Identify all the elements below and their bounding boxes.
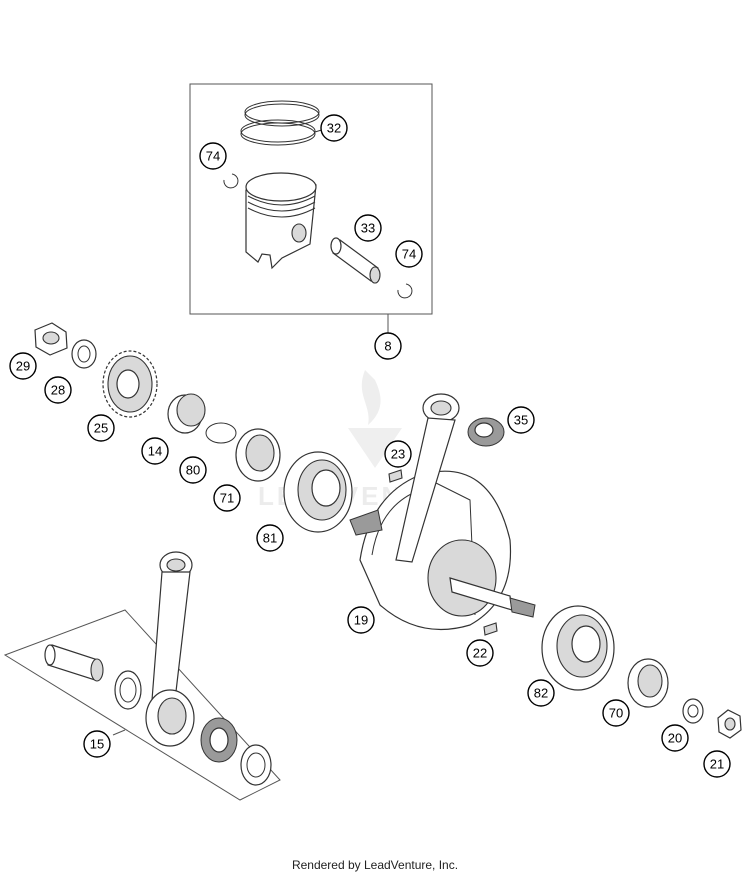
- callout-82[interactable]: 82: [527, 679, 555, 707]
- woodruff-keys: [388, 469, 498, 636]
- svg-text:14: 14: [148, 444, 162, 459]
- svg-text:81: 81: [263, 531, 277, 546]
- callout-74-left[interactable]: 74: [199, 142, 227, 170]
- callout-19[interactable]: 19: [347, 606, 375, 634]
- callout-23[interactable]: 23: [384, 440, 412, 468]
- piston-rings: [240, 100, 329, 146]
- svg-text:32: 32: [327, 121, 341, 136]
- shaft-seal-left: [235, 428, 281, 482]
- svg-text:15: 15: [90, 737, 104, 752]
- svg-text:74: 74: [402, 247, 416, 262]
- svg-text:82: 82: [534, 686, 548, 701]
- piston-pin-clips: [223, 173, 413, 299]
- callout-21[interactable]: 21: [703, 750, 731, 778]
- svg-text:20: 20: [668, 731, 682, 746]
- svg-text:19: 19: [354, 613, 368, 628]
- callout-35[interactable]: 35: [507, 406, 535, 434]
- svg-text:29: 29: [16, 359, 30, 374]
- gear: [102, 350, 158, 418]
- connecting-rod: [395, 393, 460, 563]
- callout-29[interactable]: 29: [9, 352, 37, 380]
- svg-text:25: 25: [94, 421, 108, 436]
- o-ring: [205, 422, 237, 444]
- svg-text:74: 74: [206, 149, 220, 164]
- callout-80[interactable]: 80: [179, 456, 207, 484]
- piston-kit-box: [189, 83, 433, 333]
- callout-22[interactable]: 22: [466, 639, 494, 667]
- svg-text:22: 22: [473, 646, 487, 661]
- callout-70[interactable]: 70: [602, 699, 630, 727]
- svg-text:80: 80: [186, 463, 200, 478]
- callout-15[interactable]: 15: [83, 730, 111, 758]
- ball-bearing-left: [283, 451, 353, 533]
- nut-left: [34, 322, 68, 356]
- svg-text:21: 21: [710, 757, 724, 772]
- nut-right: [717, 709, 742, 739]
- piston-pin: [330, 237, 381, 284]
- svg-text:23: 23: [391, 447, 405, 462]
- callout-71[interactable]: 71: [213, 484, 241, 512]
- callout-28[interactable]: 28: [44, 376, 72, 404]
- callout-74-right[interactable]: 74: [395, 240, 423, 268]
- needle-bearing-top: [467, 417, 505, 447]
- callout-33[interactable]: 33: [354, 214, 382, 242]
- callout-81[interactable]: 81: [256, 524, 284, 552]
- svg-text:35: 35: [514, 413, 528, 428]
- callout-25[interactable]: 25: [87, 414, 115, 442]
- crankshaft: [349, 470, 536, 631]
- ball-bearing-right: [541, 605, 615, 691]
- callout-14[interactable]: 14: [141, 437, 169, 465]
- svg-text:71: 71: [220, 491, 234, 506]
- washer-left: [71, 339, 97, 369]
- svg-text:33: 33: [361, 221, 375, 236]
- lock-washer: [682, 698, 704, 724]
- sleeve: [167, 393, 206, 434]
- svg-text:28: 28: [51, 383, 65, 398]
- footer-credit: Rendered by LeadVenture, Inc.: [291, 858, 459, 872]
- conrod-kit-parts: [44, 551, 272, 786]
- callout-32[interactable]: 32: [320, 114, 348, 142]
- conrod-kit-box: [3, 609, 281, 801]
- svg-text:8: 8: [384, 339, 391, 354]
- callout-20[interactable]: 20: [661, 724, 689, 752]
- callout-8[interactable]: 8: [374, 332, 402, 360]
- svg-text:70: 70: [609, 706, 623, 721]
- shaft-seal-right: [627, 658, 669, 708]
- piston: [245, 172, 317, 270]
